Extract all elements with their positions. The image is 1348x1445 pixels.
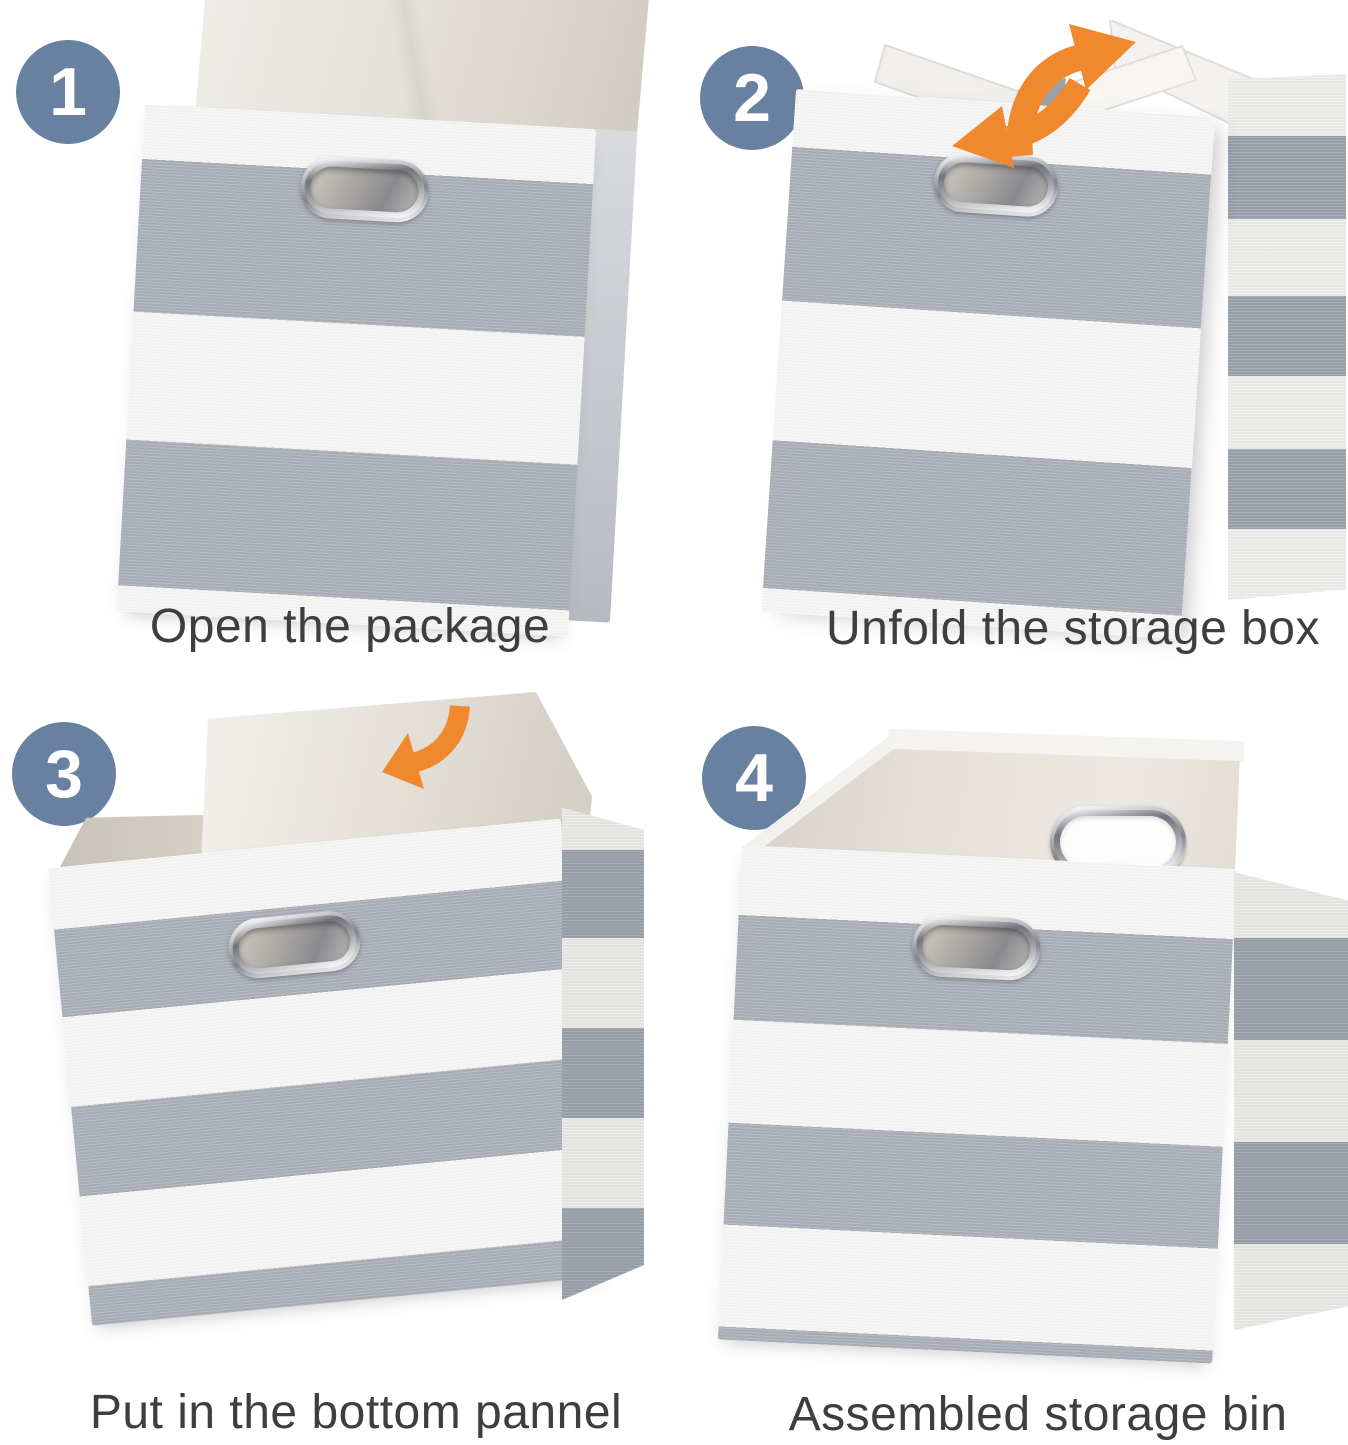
- step-3-number: 3: [45, 736, 83, 812]
- folded-panel-front: [116, 104, 597, 637]
- step-2-caption: Unfold the storage box: [826, 602, 1320, 655]
- grommet-handle-icon: [225, 908, 364, 981]
- bin-side-face: [562, 807, 644, 1300]
- step-3-caption: Put in the bottom pannel: [89, 1386, 623, 1439]
- bin-front-face: [717, 845, 1237, 1364]
- unfold-arrows: [952, 24, 1136, 168]
- grommet-hole: [921, 923, 1032, 972]
- grommet-hole: [1060, 816, 1176, 868]
- step-4-caption: Assembled storage bin: [788, 1388, 1288, 1441]
- step-4-number: 4: [735, 740, 773, 816]
- step-2-number: 2: [733, 60, 771, 136]
- bin-side-face: [1234, 872, 1348, 1330]
- step-1-badge: 1: [16, 40, 120, 144]
- step-1-caption: Open the package: [149, 600, 551, 653]
- grommet-hole: [309, 165, 420, 214]
- step-1-number: 1: [49, 54, 87, 130]
- grommet-handle-icon: [298, 154, 431, 224]
- grommet-handle-icon: [910, 913, 1042, 982]
- rear-half-panel: [1228, 74, 1346, 600]
- bin-front-face: [48, 818, 605, 1326]
- step-3-badge: 3: [12, 722, 116, 826]
- curved-arrow-down-left-icon: [952, 77, 1091, 168]
- curved-arrow-down-left-icon: [382, 704, 470, 789]
- grommet-hole: [236, 919, 353, 971]
- step-2-badge: 2: [700, 46, 804, 150]
